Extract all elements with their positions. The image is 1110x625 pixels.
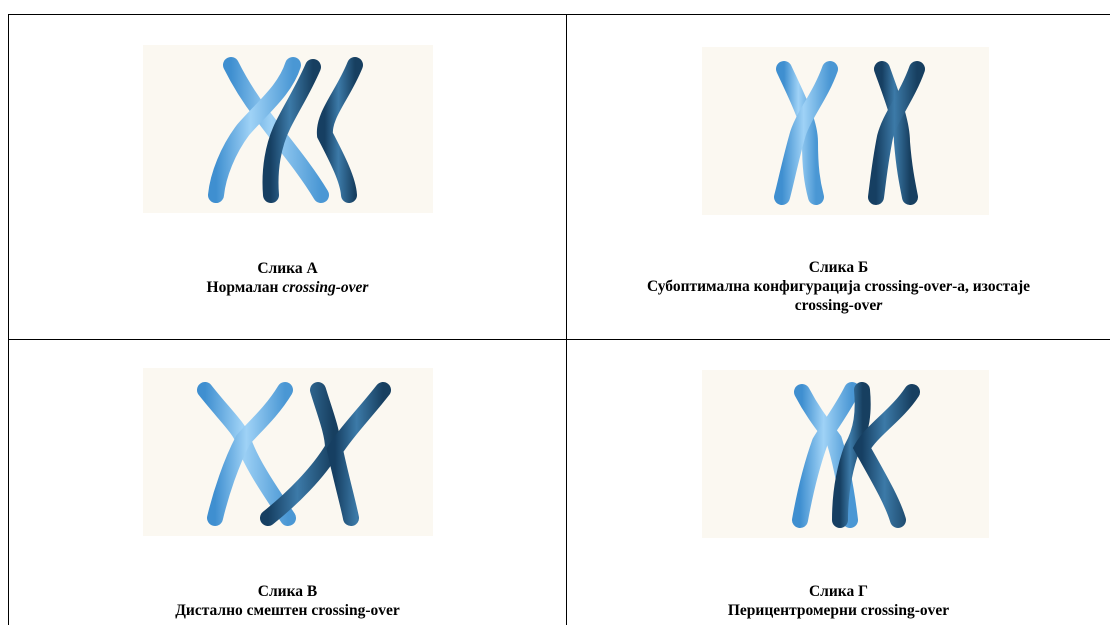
- caption-a: Слика А Нормалан crossing-over: [9, 259, 566, 297]
- caption-v: Слика В Дистално смештен crossing-over: [9, 582, 566, 620]
- caption-b-line1: Субоптимална конфигурација crossing-over…: [567, 277, 1110, 296]
- chromosome-image-b: [702, 47, 989, 215]
- chromosome-image-a: [143, 45, 433, 213]
- table-border-middle-horizontal: [8, 339, 1110, 340]
- caption-a-body: Нормалан crossing-over: [9, 278, 566, 297]
- caption-b-title: Слика Б: [567, 258, 1110, 277]
- caption-v-title: Слика В: [9, 582, 566, 601]
- caption-g-title: Слика Г: [567, 582, 1110, 601]
- chromosome-image-g: [702, 370, 989, 538]
- table-border-middle-vertical: [566, 14, 567, 625]
- caption-b-line2: crossing-over: [567, 296, 1110, 315]
- caption-v-body: Дистално смештен crossing-over: [9, 601, 566, 620]
- chromosome-image-v: [143, 368, 433, 536]
- table-border-top: [8, 14, 1110, 15]
- caption-g-body: Перицентромерни crossing-over: [567, 601, 1110, 620]
- caption-b: Слика Б Субоптимална конфигурација cross…: [567, 258, 1110, 315]
- caption-g: Слика Г Перицентромерни crossing-over: [567, 582, 1110, 620]
- caption-a-title: Слика А: [9, 259, 566, 278]
- table-border-left: [8, 14, 9, 625]
